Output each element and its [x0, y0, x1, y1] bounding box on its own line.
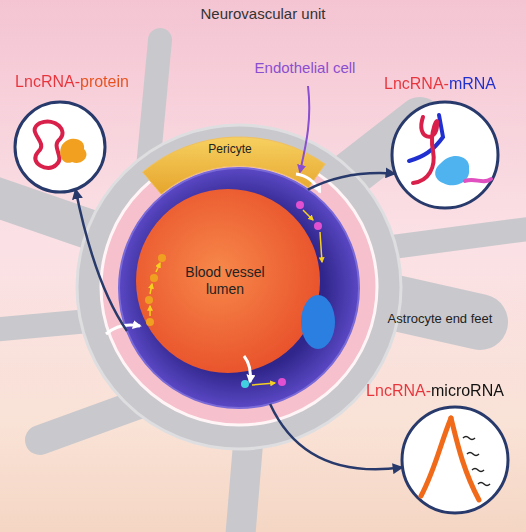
pathway-arrow: [156, 263, 160, 272]
node-heading: LncRNA-microRNA: [366, 381, 504, 400]
molecule-dot: [146, 318, 154, 326]
pericyte-shape-outline: [135, 130, 330, 200]
diagram-title: Neurovascular unit: [0, 5, 526, 22]
pathway-arrow: [150, 284, 152, 294]
astrocyte-processes: [0, 40, 526, 532]
art-part: [451, 418, 479, 500]
node-heading: LncRNA-protein: [15, 72, 129, 91]
art-part: [143, 137, 326, 194]
art-part: [392, 102, 498, 208]
art-part: [409, 115, 491, 185]
molecule-dot: [145, 296, 153, 304]
art-part: [60, 139, 86, 163]
astrocyte-end-feet: [77, 125, 401, 449]
leader-arrow: [300, 86, 309, 172]
art-part: [463, 437, 475, 440]
art-part: [478, 483, 490, 486]
art-part: [35, 122, 63, 168]
interaction-arrow: [308, 173, 395, 190]
vessel-details: [106, 86, 335, 388]
molecule-dot: [296, 201, 304, 209]
art-part: [119, 168, 359, 408]
art-part: [421, 418, 490, 500]
art-part: [402, 407, 508, 513]
transport-arrow: [296, 174, 320, 192]
node-label: Astrocyte end feet: [380, 311, 500, 327]
endothelial-cell: Endothelial cellBlood vessel lumen: [118, 167, 360, 409]
interaction-arrow: [270, 404, 401, 469]
transport-vesicle: [301, 295, 335, 349]
transport-arrow: [106, 325, 140, 334]
connectors: [76, 173, 402, 469]
art-part: [467, 453, 479, 456]
pathway-arrow: [252, 383, 275, 385]
art-part: [472, 469, 484, 472]
art-part: [413, 117, 437, 183]
art-part: [35, 122, 87, 168]
interaction-arrow: [76, 190, 127, 331]
vessel-lumen: Blood vessel lumen: [135, 188, 321, 374]
node-label: Pericyte: [180, 142, 280, 156]
molecule-dot: [158, 254, 166, 262]
pericyte-shape: Pericyte: [135, 130, 330, 200]
node-heading: Endothelial cell: [255, 59, 356, 77]
molecule-dot: [241, 380, 249, 388]
molecule-dot: [278, 378, 286, 386]
art-part: [465, 179, 491, 181]
pathway-arrow: [149, 306, 151, 316]
basement-membrane: [101, 149, 377, 425]
astrocyte-label-area: Astrocyte end feet: [380, 305, 500, 335]
interaction-circle: LncRNA-microRNA: [400, 405, 510, 515]
interaction-circle-outline: [400, 405, 510, 515]
art-part: [15, 102, 105, 192]
pathway-arrow: [303, 210, 313, 220]
art-part: [136, 189, 320, 373]
pathway-arrow: [320, 232, 322, 262]
transport-arrow: [244, 356, 250, 382]
node-heading: LncRNA-mRNA: [384, 74, 496, 93]
molecule-dot: [150, 274, 158, 282]
interaction-circle: LncRNA-protein: [13, 100, 107, 194]
node-label: Blood vessel lumen: [175, 264, 275, 298]
molecule-dot: [314, 222, 322, 230]
art-part: [421, 418, 451, 496]
interaction-circle-outline: [390, 100, 500, 210]
interaction-circle: LncRNA-mRNA: [390, 100, 500, 210]
interaction-circle-outline: [13, 100, 107, 194]
